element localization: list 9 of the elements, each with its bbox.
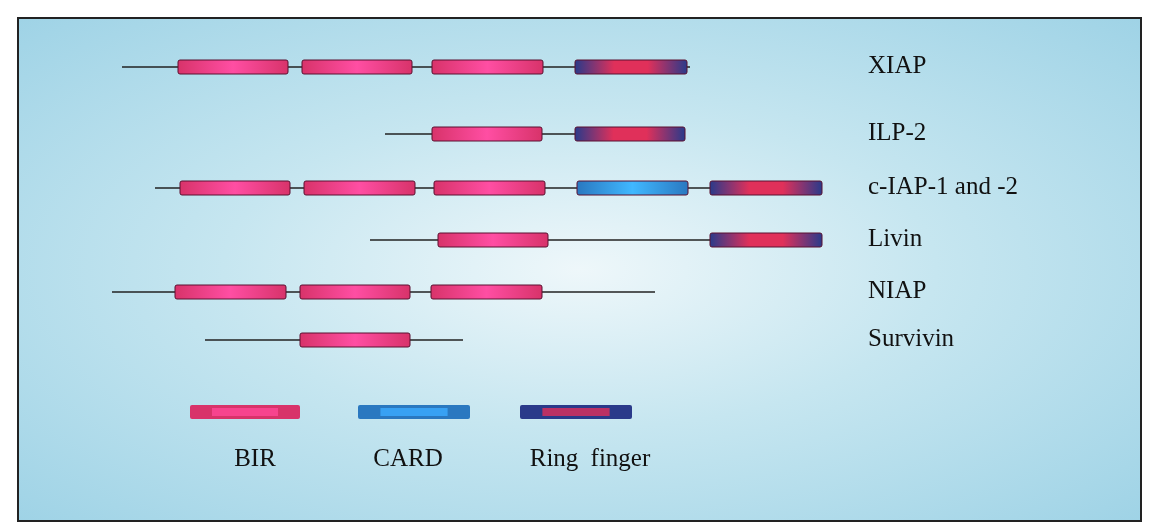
protein-name: ILP-2 (868, 117, 927, 147)
protein-name: XIAP (868, 50, 927, 80)
protein-name: NIAP (868, 275, 927, 305)
legend-label: BIR (234, 443, 276, 473)
protein-name: Survivin (868, 323, 955, 353)
legend-label: Ring finger (529, 443, 651, 473)
protein-name: Livin (868, 223, 923, 253)
legend-label: CARD (373, 443, 443, 473)
protein-name: c-IAP-1 and -2 (868, 171, 1018, 201)
